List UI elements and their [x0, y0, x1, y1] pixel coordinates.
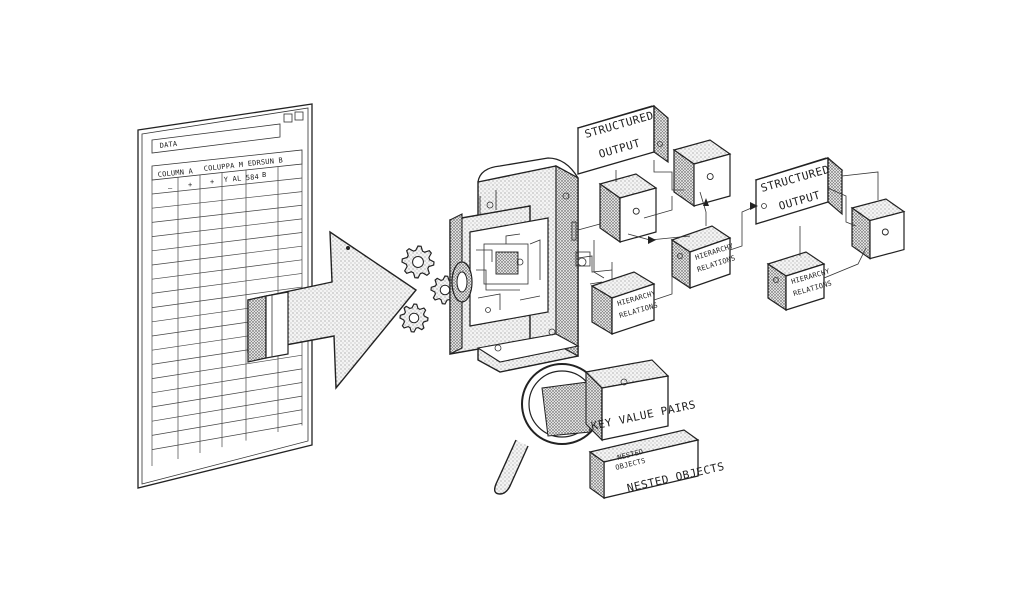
spreadsheet-frame — [137, 103, 313, 489]
cell-text: + — [188, 181, 192, 189]
grid-row-line — [151, 273, 303, 294]
structured-output-box-1: STRUCTURED OUTPUT — [576, 104, 669, 175]
grid-row-line — [151, 409, 303, 436]
cube-node — [672, 139, 732, 208]
grid-row-line — [151, 382, 303, 408]
grid-row-line — [151, 395, 303, 422]
nested-objects-tag: NESTED OBJECTS NESTED OBJECTS — [588, 429, 726, 500]
spreadsheet-title-field — [151, 123, 281, 154]
cell-text: + — [210, 178, 214, 186]
grid-row-line — [151, 423, 303, 450]
grid-row-line — [151, 177, 303, 195]
window-button-icon — [283, 113, 293, 123]
column-b-header: EDRSUN B — [247, 156, 283, 168]
grid-row-line — [151, 245, 303, 266]
relation-cube-a: HIERARCHY RELATIONS — [590, 271, 659, 336]
grid-row-line — [151, 218, 303, 237]
gear-icon — [401, 245, 435, 279]
connector-lines — [593, 160, 879, 301]
column-a-header: COLUMN A — [157, 167, 194, 179]
cube-node — [850, 198, 906, 260]
cube-node — [598, 173, 658, 244]
spreadsheet-title: DATA — [159, 140, 178, 150]
grid-row-line — [151, 232, 303, 252]
cell-text: B — [262, 171, 266, 179]
circuit-board-icon — [476, 233, 541, 313]
gear-icon — [399, 303, 429, 333]
transform-arrow — [247, 230, 418, 390]
grid-row-line — [151, 368, 303, 394]
grid-row-line — [151, 204, 303, 223]
grid-row-line — [151, 354, 303, 379]
key-value-pairs-tag: KEY VALUE PAIRS — [584, 359, 697, 442]
magnifier-icon — [493, 363, 603, 495]
grid-row-line — [151, 191, 303, 209]
relation-cube-c: HIERARCHY RELATIONS — [766, 251, 833, 312]
window-button-icon — [294, 111, 304, 121]
structured-output-box-2: STRUCTURED OUTPUT — [754, 156, 844, 225]
cell-text: Y AL 584 — [223, 173, 259, 184]
grid-row-line — [151, 259, 303, 280]
grid-row-line — [151, 286, 303, 308]
node-cubes — [598, 139, 906, 260]
cell-text: – — [168, 184, 173, 192]
relation-cube-b: HIERARCHY RELATIONS — [670, 225, 736, 290]
spreadsheet: DATA COLUMN A COLUPPA M EDRSUN B – + + Y… — [137, 103, 313, 489]
processing-machine — [449, 157, 613, 373]
